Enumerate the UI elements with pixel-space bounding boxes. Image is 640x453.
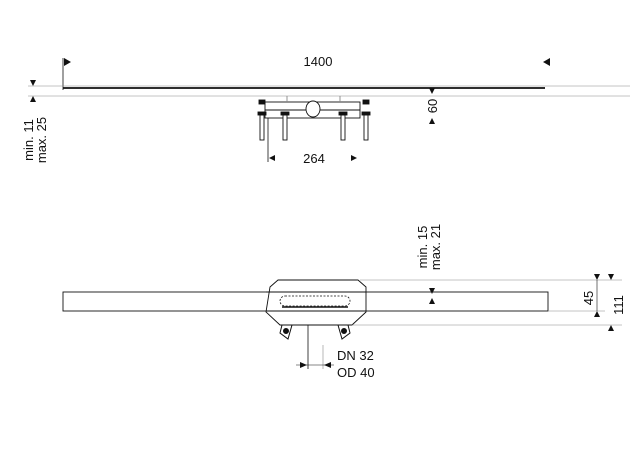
channel-height-dimension: 45 [581,291,596,305]
cover-min-label: min. 11 [21,119,36,161]
cover-max-label: max. 25 [34,117,49,163]
side-view [62,274,622,369]
top-view [28,58,630,162]
tile-min-label: min. 15 [415,226,430,269]
length-dimension: 1400 [304,54,333,69]
tile-max-label: max. 21 [428,224,443,270]
height-dimension: 60 [425,99,440,113]
total-height-dimension: 111 [611,295,626,315]
frame-width-dimension: 264 [303,151,325,166]
mounting-frame [257,96,371,141]
pipe-dn-label: DN 32 [337,348,374,363]
pipe-od-label: OD 40 [337,365,375,380]
